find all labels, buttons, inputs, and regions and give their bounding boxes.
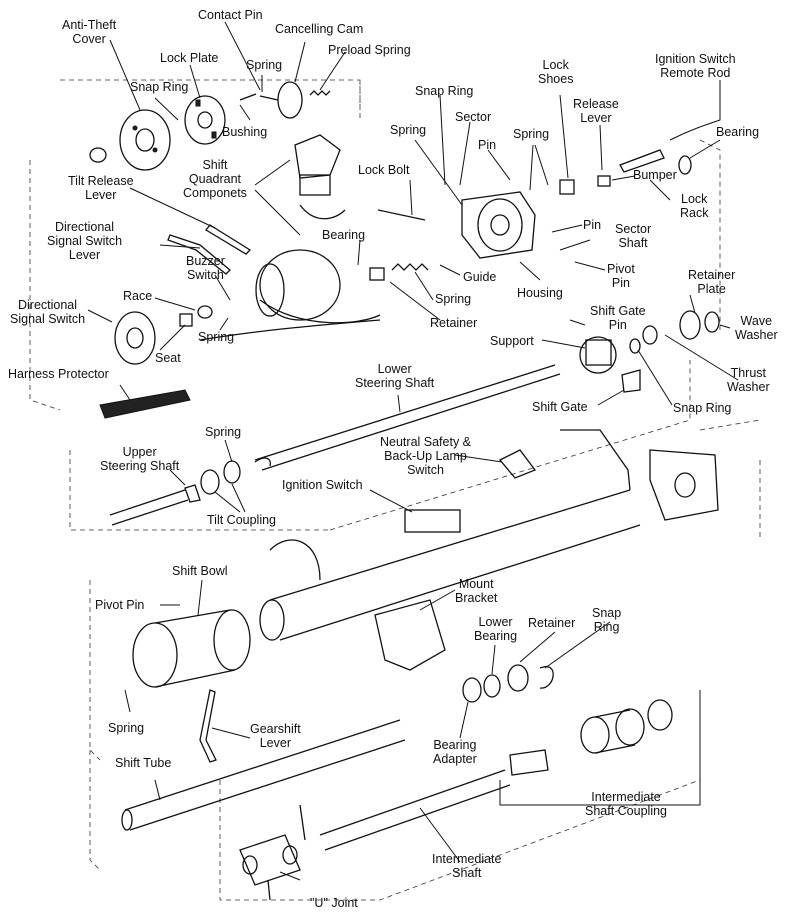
label-contact-pin: Contact Pin: [198, 8, 263, 22]
label-spring-mid-top: Spring: [390, 123, 427, 137]
label-release-lever: Release Lever: [573, 97, 619, 125]
intermediate-shaft-part: [319, 769, 511, 851]
label-shift-quadrant-componets: Shift Quadrant Componets: [183, 158, 247, 200]
label-guide: Guide: [463, 270, 497, 284]
label-snap-ring-top-mid: Snap Ring: [415, 84, 474, 98]
upper-steering-shaft-part: [109, 457, 271, 526]
directional-lever-part: [167, 234, 231, 275]
label-shift-gate: Shift Gate: [532, 400, 588, 414]
label-lock-plate: Lock Plate: [160, 51, 219, 65]
label-wave-washer: Wave Washer: [735, 314, 778, 342]
label-u-joint: "U" Joint: [310, 896, 358, 910]
label-housing: Housing: [517, 286, 563, 300]
label-lock-bolt: Lock Bolt: [358, 163, 410, 177]
label-seat: Seat: [155, 351, 181, 365]
column-jacket-part: [259, 429, 641, 641]
label-spring-guide: Spring: [435, 292, 472, 306]
support-part: [579, 336, 617, 374]
label-directional-signal-switch-lever: Directional Signal Switch Lever: [47, 220, 123, 262]
shift-bowl-part: [132, 609, 251, 688]
label-snap-ring-right: Snap Ring: [673, 401, 732, 415]
label-ignition-switch: Ignition Switch: [282, 478, 363, 492]
intermediate-coupling-part: [509, 699, 673, 776]
lock-plate-part: [184, 95, 226, 145]
label-neutral-safety-switch: Neutral Safety & Back-Up Lamp Switch: [380, 435, 472, 477]
label-bumper: Bumper: [633, 168, 677, 182]
label-cancelling-cam: Cancelling Cam: [275, 22, 364, 36]
label-ignition-switch-remote-rod: Ignition Switch Remote Rod: [655, 52, 736, 80]
label-lock-shoes: Lock Shoes: [538, 58, 574, 86]
label-race: Race: [123, 289, 153, 303]
label-mount-bracket: Mount Bracket: [455, 577, 498, 605]
harness-protector-part: [99, 389, 191, 419]
label-tilt-coupling: Tilt Coupling: [207, 513, 277, 527]
anti-theft-cover-part: [89, 109, 171, 171]
label-preload-spring: Preload Spring: [328, 43, 411, 57]
label-pivot-pin-lower: Pivot Pin: [95, 598, 145, 612]
tilt-release-lever-part: [205, 224, 252, 255]
u-joint-part: [239, 804, 306, 901]
label-shift-gate-pin: Shift Gate Pin: [590, 304, 646, 332]
lock-housing-part: [461, 191, 536, 259]
directional-housing-part: [255, 249, 381, 324]
ignition-switch-part: [404, 509, 461, 533]
lower-steering-shaft-part: [254, 364, 561, 471]
shift-quadrant-part: [294, 134, 346, 220]
label-sector-shaft: Sector Shaft: [615, 222, 652, 250]
label-bushing: Bushing: [222, 125, 268, 139]
directional-signal-switch-part: [114, 311, 156, 365]
label-sector-top: Sector: [455, 110, 492, 124]
label-upper-steering-shaft: Upper Steering Shaft: [100, 445, 180, 473]
label-spring-tilt: Spring: [205, 425, 242, 439]
label-buzzer-switch: Buzzer Switch: [186, 254, 225, 282]
label-retainer-mid: Retainer: [430, 316, 478, 330]
leader-lines: [87, 21, 739, 881]
wiring-harness-part: [199, 319, 381, 341]
label-snap-ring-top-left: Snap Ring: [130, 80, 189, 94]
label-spring-race: Spring: [198, 330, 235, 344]
label-bearing-top-right: Bearing: [716, 125, 760, 139]
mount-bracket-part: [374, 599, 446, 671]
label-anti-theft-cover: Anti-Theft Cover: [62, 18, 117, 46]
label-pin-mid: Pin: [583, 218, 602, 232]
label-intermediate-shaft: Intermediate Shaft: [432, 852, 502, 880]
label-bearing-adapter: Bearing Adapter: [433, 738, 477, 766]
label-spring-right-top: Spring: [513, 127, 550, 141]
label-retainer-plate: Retainer Plate: [688, 268, 736, 296]
label-harness-protector: Harness Protector: [8, 367, 109, 381]
label-bearing-mid: Bearing: [322, 228, 366, 242]
label-gearshift-lever: Gearshift Lever: [250, 722, 301, 750]
label-shift-tube: Shift Tube: [115, 756, 172, 770]
label-pivot-pin-top: Pivot Pin: [607, 262, 635, 290]
gearshift-lever-part: [199, 689, 217, 763]
label-support: Support: [490, 334, 534, 348]
cancelling-cam-part: [239, 81, 331, 119]
label-lower-bearing: Lower Bearing: [474, 615, 518, 643]
shift-tube-part: [121, 719, 406, 831]
label-spring-lower: Spring: [108, 721, 145, 735]
label-lock-rack: Lock Rack: [680, 192, 709, 220]
label-retainer-lower: Retainer: [528, 616, 576, 630]
mount-plate-part: [649, 449, 719, 521]
label-tilt-release-lever: Tilt Release Lever: [68, 174, 134, 202]
label-pin-top: Pin: [478, 138, 497, 152]
label-thrust-washer: Thrust Washer: [727, 366, 770, 394]
label-intermediate-shaft-coupling: Intermediate Shaft Coupling: [585, 790, 668, 818]
label-shift-bowl: Shift Bowl: [172, 564, 228, 578]
label-spring-top: Spring: [246, 58, 283, 72]
label-lower-steering-shaft: Lower Steering Shaft: [355, 362, 435, 390]
label-snap-ring-lower: Snap Ring: [592, 606, 622, 634]
label-directional-signal-switch: Directional Signal Switch: [10, 298, 86, 326]
